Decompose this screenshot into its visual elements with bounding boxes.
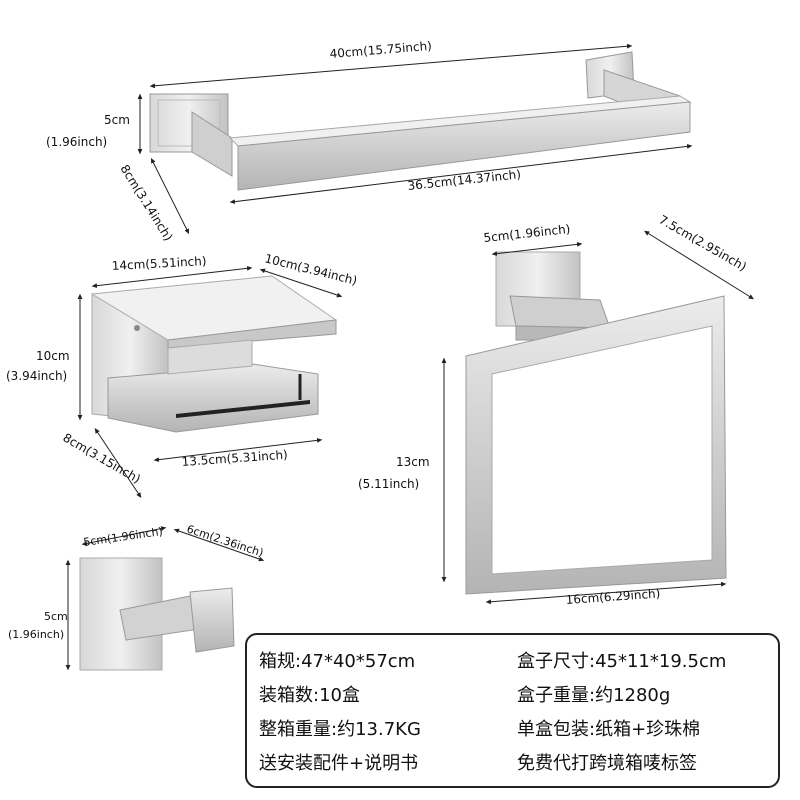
packing-spec-box: 箱规:47*40*57cm 装箱数:10盒 整箱重量:约13.7KG 送安装配件… xyxy=(245,633,780,788)
dim-paper-holder-length: 13.5cm(5.31inch) xyxy=(181,448,288,469)
dim-towel-ring-height-cm: 13cm xyxy=(396,455,430,469)
dim-paper-holder-shelf-width: 14cm(5.51inch) xyxy=(111,254,206,273)
dim-robe-hook-height-in: (1.96inch) xyxy=(8,628,64,641)
dim-towel-ring-depth: 7.5cm(2.95inch) xyxy=(657,212,749,273)
spec-box-size: 盒子尺寸:45*11*19.5cm xyxy=(517,651,727,672)
dim-towel-bar-base-height-in: (1.96inch) xyxy=(46,135,107,149)
dim-towel-bar-total-length: 40cm(15.75inch) xyxy=(329,39,432,61)
dim-line-towel-bar-total xyxy=(149,43,633,89)
dim-towel-bar-bar-length: 36.5cm(14.37inch) xyxy=(407,167,522,193)
spec-accessories: 送安装配件+说明书 xyxy=(259,753,419,774)
spec-column-right: 盒子尺寸:45*11*19.5cm 盒子重量:约1280g 单盒包装:纸箱+珍珠… xyxy=(517,645,726,781)
paper-holder-illustration xyxy=(90,275,338,433)
dim-robe-hook-height-cm: 5cm xyxy=(44,610,68,623)
towel-bar-illustration xyxy=(149,51,692,191)
spec-carton-weight: 整箱重量:约13.7KG xyxy=(259,719,421,740)
dim-robe-hook-depth: 6cm(2.36inch) xyxy=(185,522,265,559)
dim-towel-bar-depth: 8cm(3.14inch) xyxy=(117,162,175,243)
dim-robe-hook-base-width: 5cm(1.96inch) xyxy=(83,525,164,549)
robe-hook-illustration xyxy=(79,557,235,671)
dim-towel-ring-width: 16cm(6.29inch) xyxy=(565,586,661,607)
dim-towel-ring-height-in: (5.11inch) xyxy=(358,477,419,491)
dim-towel-bar-base-height-cm: 5cm xyxy=(104,113,130,127)
spec-carton-quantity: 装箱数:10盒 xyxy=(259,685,360,706)
spec-shipping-label: 免费代打跨境箱唛标签 xyxy=(517,753,697,774)
dim-line-towel-bar-bar xyxy=(229,143,693,205)
dim-paper-holder-height-cm: 10cm xyxy=(36,349,70,363)
dim-towel-ring-base-width: 5cm(1.96inch) xyxy=(483,222,571,245)
robe-hook-tip xyxy=(189,587,235,653)
spec-column-left: 箱规:47*40*57cm 装箱数:10盒 整箱重量:约13.7KG 送安装配件… xyxy=(259,645,421,781)
spec-box-packaging: 单盒包装:纸箱+珍珠棉 xyxy=(517,719,701,740)
spec-box-weight: 盒子重量:约1280g xyxy=(517,685,671,706)
towel-ring-illustration xyxy=(465,251,727,595)
dim-paper-holder-height-in: (3.94inch) xyxy=(6,369,67,383)
spec-carton-size: 箱规:47*40*57cm xyxy=(259,651,416,672)
